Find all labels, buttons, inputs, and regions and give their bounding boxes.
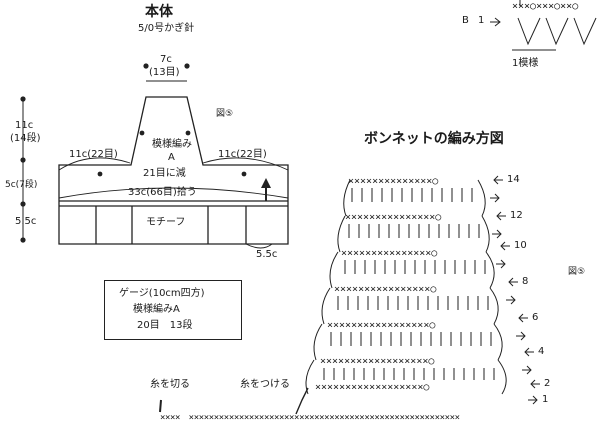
inset-stitches: ×××○×××○××○ (512, 1, 579, 12)
height-upper-rows: (14段) (10, 133, 41, 144)
row-label-10: 10 (514, 240, 527, 251)
top-width: 7c (160, 54, 172, 65)
gauge-box: ゲージ(10cm四方) 模様編みA 20目 13段 (104, 280, 242, 340)
row-label-8: 8 (522, 276, 529, 287)
cut-yarn-label: 糸を切る (150, 379, 190, 390)
inset-caption: 1模様 (512, 58, 539, 69)
height-lower: 5.5c (15, 216, 37, 227)
row-label-2: 2 (544, 378, 551, 389)
gauge-pattern: 模様編みA (133, 304, 180, 315)
inset-row-number: 1 (478, 15, 485, 26)
row-label-6: 6 (532, 312, 539, 323)
row-label-14: 14 (507, 174, 520, 185)
height-mid: 5c(7段) (5, 180, 38, 190)
svg-text:×××××××××××××××○: ×××××××××××××××○ (345, 212, 441, 223)
chart-figure-ref: 図⑤ (568, 267, 586, 277)
row-label-4: 4 (538, 346, 545, 357)
row-label-1: 1 (542, 394, 549, 405)
right-shoulder: 11c(22目) (218, 149, 267, 160)
row-label-12: 12 (510, 210, 523, 221)
attach-yarn-label: 糸をつける (240, 379, 290, 390)
top-stitches: (13目) (149, 67, 180, 78)
height-upper: 11c (15, 120, 34, 131)
svg-text:××××××××××××××××○: ××××××××××××××××○ (334, 284, 436, 295)
chart-title: ボンネットの編み方図 (364, 131, 504, 147)
pattern-name: 模様編み (152, 139, 192, 150)
decrease-note: 21目に減 (143, 168, 186, 179)
svg-text:×××××××××××××××○: ×××××××××××××××○ (341, 248, 437, 259)
body-title: 本体 (145, 4, 173, 20)
svg-text:××××××××××××××○: ××××××××××××××○ (348, 176, 438, 187)
left-shoulder: 11c(22目) (69, 149, 118, 160)
needle-size: 5/0号かぎ針 (138, 23, 195, 34)
svg-text:×××××××××××××××××○: ×××××××××××××××××○ (327, 320, 435, 331)
svg-text:××××××××××××××××××○: ××××××××××××××××××○ (320, 356, 434, 367)
foundation-chain-row: ×××× ×××××××××××××××××××××××××××××××××××… (160, 413, 460, 423)
svg-text:××××××××××××××××××○: ××××××××××××××××××○ (315, 382, 429, 393)
body-outline (58, 96, 289, 245)
gauge-counts: 20目 13段 (137, 320, 193, 331)
inset-row-letter: B (462, 15, 469, 26)
body-figure-ref: 図⑤ (216, 109, 234, 119)
motif-height: 5.5c (256, 249, 278, 260)
pickup-note: 33c(66目)拾う (128, 187, 197, 198)
motif-label: モチーフ (146, 217, 186, 228)
pattern-letter: A (168, 152, 175, 163)
gauge-title: ゲージ(10cm四方) (119, 288, 205, 299)
